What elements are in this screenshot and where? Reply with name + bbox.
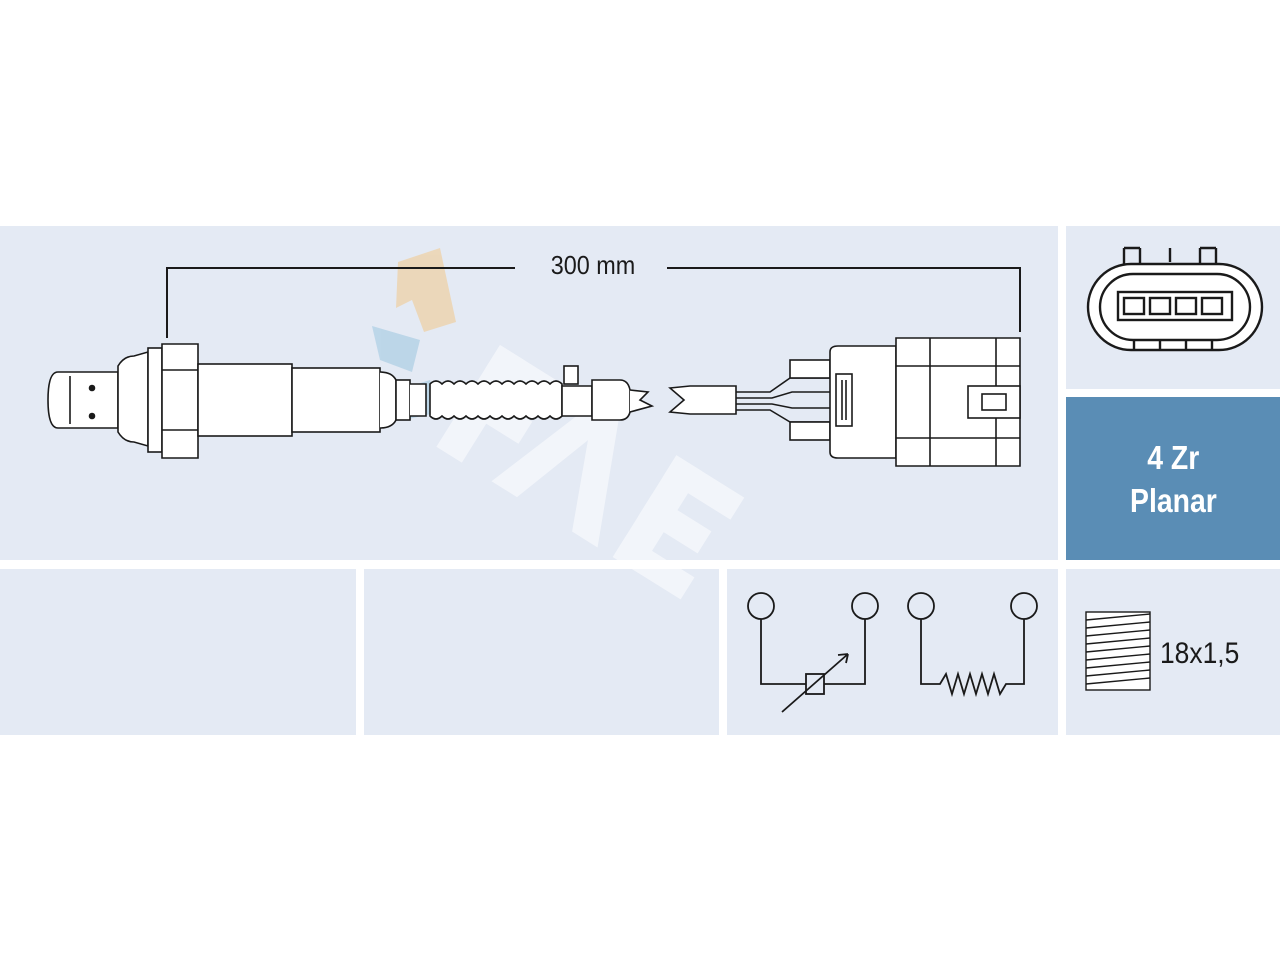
empty-cell-2 [364,569,719,735]
thread-size-label: 18x1,5 [1160,637,1240,670]
dimension-label: 300 mm [550,250,636,280]
sensor-type-line1: 4 Zr [1146,438,1200,476]
circuit-diagram-panel [727,569,1058,735]
variable-arrow-icon [781,653,849,713]
sensor-type-line2: Planar [1129,481,1217,519]
empty-cell-1 [0,569,356,735]
sensor-type-badge: 4 Zr Planar [1066,397,1280,560]
